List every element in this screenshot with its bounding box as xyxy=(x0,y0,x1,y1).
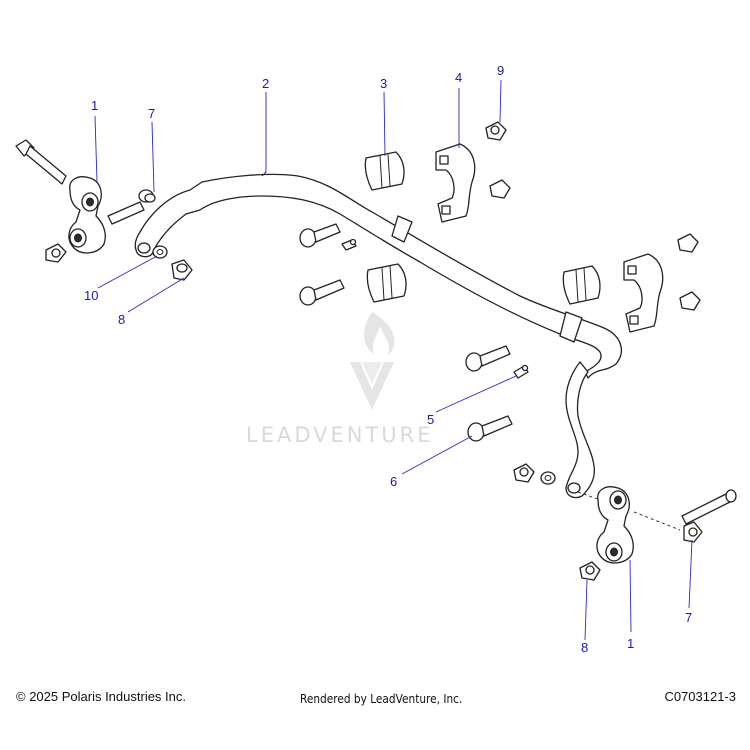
bolt-top-left xyxy=(15,139,67,185)
assembly-line-right-bolt xyxy=(633,511,681,531)
watermark-logo xyxy=(350,312,395,410)
nut-left-link xyxy=(45,243,67,263)
callout-6: 6 xyxy=(390,474,397,489)
callout-3: 3 xyxy=(380,76,387,91)
callout-2: 2 xyxy=(262,76,269,91)
carriage-bolt-upper-left xyxy=(299,223,341,248)
nut-right-mid xyxy=(679,291,701,311)
grease-fitting-right xyxy=(513,364,529,379)
bolt-7-left xyxy=(107,189,156,225)
callout-8-left: 8 xyxy=(118,312,125,327)
nut-9-top xyxy=(485,121,507,141)
nut-8-left xyxy=(171,259,193,281)
sway-bar xyxy=(134,171,622,499)
callout-1-right: 1 xyxy=(627,636,634,651)
carriage-bolt-right-lower xyxy=(467,415,513,442)
washer-right xyxy=(540,471,556,485)
nut-8-right xyxy=(579,561,601,581)
callout-10: 10 xyxy=(84,288,98,303)
bushing-right xyxy=(562,265,601,305)
callout-1-left: 1 xyxy=(91,98,98,113)
bushing-top-left xyxy=(364,151,405,191)
carriage-bolt-right-upper xyxy=(465,345,511,372)
bolt-7-right xyxy=(683,521,703,543)
end-link-left xyxy=(68,176,106,254)
bracket-right xyxy=(623,253,664,333)
washer-10 xyxy=(152,245,168,259)
callout-4: 4 xyxy=(455,70,462,85)
bolt-right-long xyxy=(681,489,737,525)
callout-5: 5 xyxy=(427,412,434,427)
grease-fitting-left xyxy=(341,238,357,251)
watermark-text: LEADVENTURE xyxy=(246,423,434,447)
bracket-left xyxy=(435,143,476,223)
rendered-by-text: Rendered by LeadVenture, Inc. xyxy=(300,692,463,706)
callout-9: 9 xyxy=(497,63,504,78)
copyright-text: © 2025 Polaris Industries Inc. xyxy=(16,689,186,704)
end-link-right xyxy=(596,486,634,564)
leader-lines xyxy=(94,79,693,641)
callout-8-right: 8 xyxy=(581,640,588,655)
callout-7-right: 7 xyxy=(685,610,692,625)
diagram-code: C0703121-3 xyxy=(664,689,736,704)
nut-bracket-left xyxy=(489,179,511,199)
bushing-lower-left xyxy=(366,263,407,303)
callout-7-left: 7 xyxy=(148,106,155,121)
carriage-bolt-lower-left xyxy=(299,279,345,306)
nut-right-top xyxy=(677,233,699,253)
nut-right-end xyxy=(513,463,535,483)
